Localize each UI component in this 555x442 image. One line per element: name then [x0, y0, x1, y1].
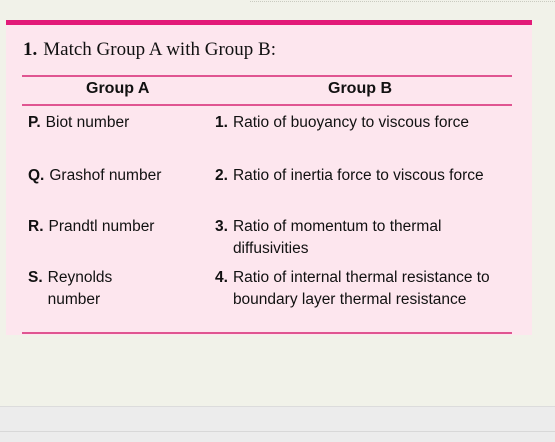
group-a-label: P.: [28, 114, 41, 131]
group-a-text: Biot number: [45, 114, 130, 131]
group-a-text: Grashof number: [49, 167, 162, 184]
question-text: Match Group A with Group B:: [43, 39, 276, 60]
question-heading: 1.Match Group A with Group B:: [23, 39, 276, 61]
group-b-label: 1.: [215, 114, 228, 131]
group-a-label: Q.: [28, 167, 45, 184]
bottom-scroll-band: [0, 406, 555, 442]
group-a-item-s: S. Reynolds number: [28, 267, 138, 311]
group-b-label: 2.: [215, 167, 228, 184]
header-group-b: Group B: [328, 80, 392, 97]
group-a-text: Prandtl number: [48, 218, 155, 235]
group-a-label: S.: [28, 269, 43, 286]
group-b-item-3: 3. Ratio of momentum to thermal diffusiv…: [215, 216, 510, 260]
group-a-item-p: P. Biot number: [28, 112, 203, 134]
group-b-item-4: 4. Ratio of internal thermal resistance …: [215, 267, 510, 311]
group-b-item-2: 2. Ratio of inertia force to viscous for…: [215, 165, 510, 187]
group-a-label: R.: [28, 218, 44, 235]
header-group-a: Group A: [86, 80, 150, 97]
group-b-text: Ratio of inertia force to viscous force: [232, 167, 484, 184]
bottom-band-divider: [0, 431, 555, 432]
group-b-text: Ratio of internal thermal resistance to …: [232, 269, 490, 308]
question-number: 1.: [23, 39, 38, 60]
group-b-label: 3.: [215, 218, 228, 235]
table-top-rule: [22, 75, 512, 77]
group-b-label: 4.: [215, 269, 228, 286]
group-a-item-q: Q. Grashof number: [28, 165, 203, 187]
group-a-item-r: R. Prandtl number: [28, 216, 203, 238]
group-b-text: Ratio of buoyancy to viscous force: [232, 114, 470, 131]
group-b-item-1: 1. Ratio of buoyancy to viscous force: [215, 112, 510, 134]
group-b-text: Ratio of momentum to thermal diffusiviti…: [232, 218, 442, 257]
table-header-rule: [22, 104, 512, 106]
dotted-top-border: [250, 1, 555, 2]
group-a-text: Reynolds number: [47, 269, 113, 308]
question-card: 1.Match Group A with Group B: Group A Gr…: [6, 20, 532, 335]
table-bottom-rule: [22, 332, 512, 334]
